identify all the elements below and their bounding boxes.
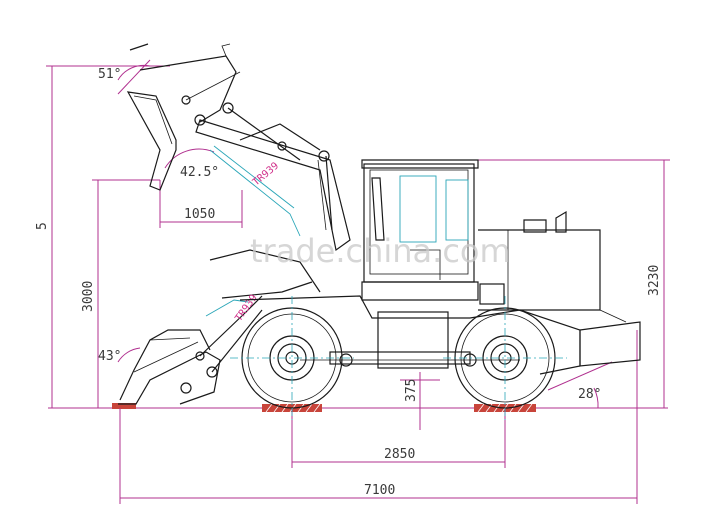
model-label-lower: TR939: [233, 293, 259, 324]
lowered-bucket: [118, 249, 321, 405]
departure-angle-label: 28°: [578, 387, 601, 402]
wheelbase-label: 2850: [384, 447, 415, 462]
raised-bucket: [126, 43, 241, 191]
watermark: trade.china.com: [250, 232, 511, 270]
total-height-label: 5: [35, 222, 50, 230]
angle-dump-label: 42.5°: [180, 165, 219, 180]
reach-label: 1050: [184, 207, 215, 222]
ground-line: [48, 403, 668, 413]
overall-length-label: 7100: [364, 483, 395, 498]
ground-clearance-label: 375: [404, 379, 419, 402]
front-wheel: [230, 296, 354, 420]
dump-height-label: 3000: [81, 281, 96, 312]
chassis-frame: [239, 283, 581, 375]
rear-wheel: [443, 296, 567, 420]
raised-boom: [195, 107, 351, 252]
cab-height-label: 3230: [647, 265, 662, 296]
dimension-lines: [46, 59, 670, 504]
angle-bucket-label: 43°: [98, 349, 121, 364]
model-label-upper: TR939: [251, 161, 281, 189]
operator-cab: [361, 159, 479, 301]
angle-top-label: 51°: [98, 67, 121, 82]
